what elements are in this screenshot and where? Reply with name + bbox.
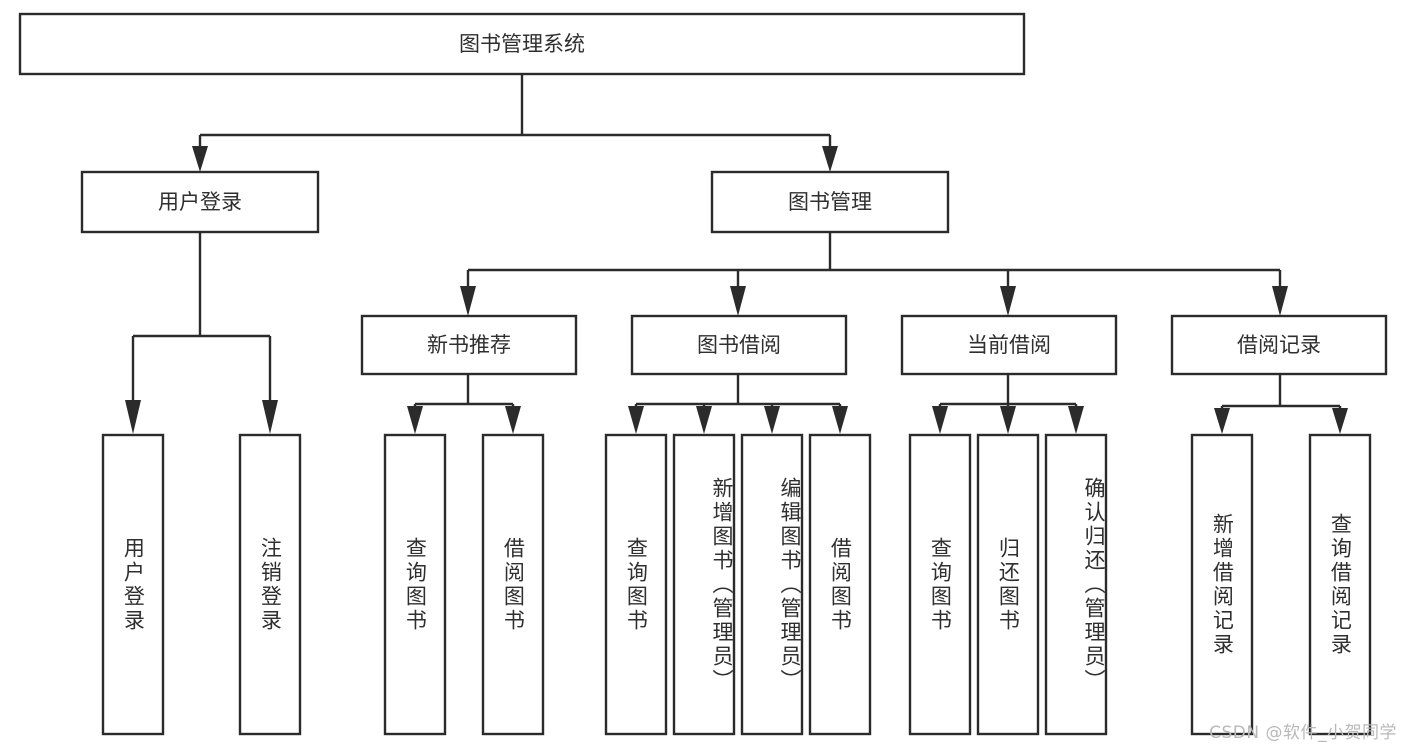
arrow-head-leaf-user-login xyxy=(125,400,141,434)
arrow-head-leaf-query-record xyxy=(1332,408,1348,434)
leaf-box-add-record[interactable] xyxy=(1190,433,1254,736)
node-new-book-rec[interactable]: 新书推荐 xyxy=(360,314,578,376)
node-user-login[interactable]: 用户登录 xyxy=(80,170,320,234)
arrow-head-leaf-query-book-3 xyxy=(932,406,948,434)
node-user-login-label: 用户登录 xyxy=(158,190,242,214)
node-new-book-rec-label: 新书推荐 xyxy=(427,333,511,357)
leaf-box-query-book-1[interactable] xyxy=(383,433,447,736)
leaf-box-query-book-2[interactable] xyxy=(604,433,668,736)
node-book-manage-label: 图书管理 xyxy=(788,190,872,214)
leaf-box-confirm-return[interactable] xyxy=(1044,433,1108,736)
leaf-box-query-record[interactable] xyxy=(1308,433,1372,736)
leaf-box-return-book[interactable] xyxy=(976,433,1040,736)
leaf-box-group xyxy=(101,433,1372,736)
leaf-box-borrow-book-2[interactable] xyxy=(808,433,872,736)
leaf-box-logout[interactable] xyxy=(238,433,302,736)
csdn-watermark: CSDN @软件_小贺同学 xyxy=(1209,723,1397,743)
arrow-head-leaf-return-book xyxy=(1000,406,1016,434)
node-current-borrow-label: 当前借阅 xyxy=(967,333,1051,357)
leaf-box-edit-book[interactable] xyxy=(740,433,804,736)
arrow-head-book-borrow xyxy=(730,286,746,316)
arrow-head-leaf-query-book-1 xyxy=(407,406,423,434)
node-borrow-record-label: 借阅记录 xyxy=(1237,333,1321,357)
leaf-box-user-login[interactable] xyxy=(101,433,165,736)
node-root[interactable]: 图书管理系统 xyxy=(18,12,1026,76)
arrow-head-leaf-query-book-2 xyxy=(628,406,644,434)
arrow-head-leaf-confirm-return xyxy=(1068,406,1084,434)
node-current-borrow[interactable]: 当前借阅 xyxy=(900,314,1118,376)
connector-group xyxy=(125,74,1348,434)
leaf-box-query-book-3[interactable] xyxy=(908,433,972,736)
leaf-box-borrow-book-1[interactable] xyxy=(481,433,545,736)
node-book-borrow[interactable]: 图书借阅 xyxy=(630,314,848,376)
arrow-head-leaf-add-record xyxy=(1214,408,1230,434)
node-book-borrow-label: 图书借阅 xyxy=(697,333,781,357)
node-root-label: 图书管理系统 xyxy=(459,32,585,56)
arrow-head-leaf-logout xyxy=(262,400,278,434)
leaf-box-add-book[interactable] xyxy=(672,433,736,736)
arrow-head-current-borrow xyxy=(1000,286,1016,316)
arrow-head-new-book-rec xyxy=(460,286,476,316)
arrow-head-leaf-borrow-book-2 xyxy=(832,406,848,434)
arrow-head-book-manage xyxy=(822,146,838,172)
arrow-head-user-login xyxy=(192,146,208,172)
arrow-head-borrow-record xyxy=(1272,286,1288,316)
arrow-head-leaf-edit-book xyxy=(764,406,780,434)
node-book-manage[interactable]: 图书管理 xyxy=(710,170,950,234)
arrow-head-leaf-add-book xyxy=(696,406,712,434)
node-borrow-record[interactable]: 借阅记录 xyxy=(1170,314,1388,376)
arrow-head-leaf-borrow-book-1 xyxy=(505,406,521,434)
